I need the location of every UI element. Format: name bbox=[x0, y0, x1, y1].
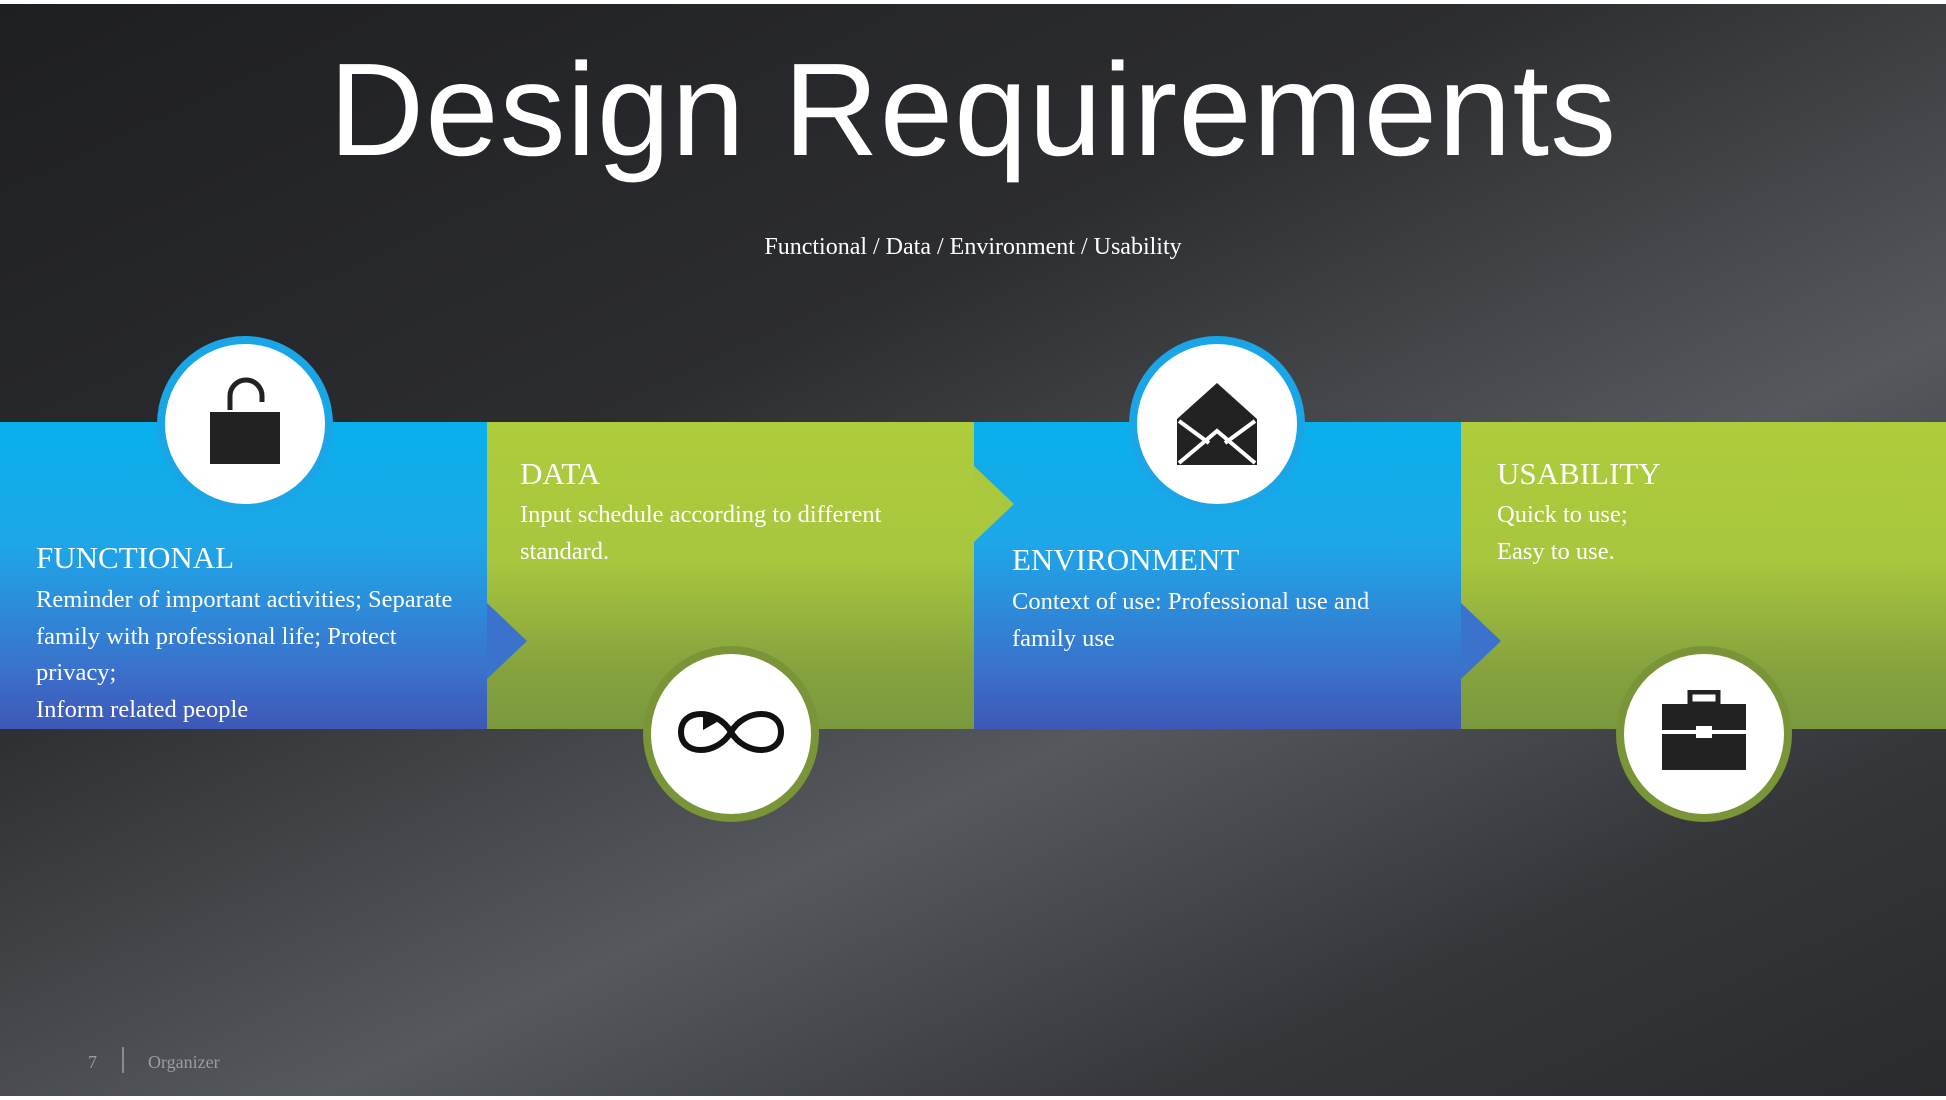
data-heading: DATA bbox=[520, 456, 601, 491]
functional-arrow-notch bbox=[487, 603, 527, 679]
unlocked-padlock-icon bbox=[200, 372, 290, 477]
usability-body-line: Easy to use. bbox=[1497, 537, 1615, 565]
functional-heading: FUNCTIONAL bbox=[36, 540, 235, 575]
functional-icon-circle bbox=[165, 344, 325, 504]
environment-arrow-notch bbox=[1461, 603, 1501, 679]
functional-body-line: family with professional life; Protect bbox=[36, 622, 397, 650]
functional-body-line: Reminder of important activities; Separa… bbox=[36, 586, 453, 613]
footer-divider bbox=[122, 1047, 124, 1073]
data-body-line: Input schedule according to different bbox=[520, 501, 882, 528]
usability-heading: USABILITY bbox=[1497, 456, 1661, 491]
environment-body: Context of use: Professional use and fam… bbox=[1012, 584, 1452, 657]
page-number: 7 bbox=[88, 1052, 97, 1072]
usability-icon-circle bbox=[1624, 654, 1784, 814]
usability-body-line: Quick to use; bbox=[1497, 501, 1628, 528]
environment-heading: ENVIRONMENT bbox=[1012, 542, 1240, 577]
data-icon-circle bbox=[651, 654, 811, 814]
slide-title: Design Requirements bbox=[328, 36, 1618, 183]
data-arrow-notch bbox=[974, 466, 1014, 542]
functional-body-line: Inform related people bbox=[36, 695, 249, 723]
data-body: Input schedule according to different st… bbox=[520, 497, 960, 570]
footer-label: Organizer bbox=[148, 1052, 220, 1072]
usability-body: Quick to use; Easy to use. bbox=[1497, 497, 1927, 570]
open-envelope-icon bbox=[1175, 377, 1259, 472]
briefcase-icon bbox=[1658, 689, 1750, 779]
slide: Design Requirements Functional / Data / … bbox=[0, 4, 1946, 1096]
slide-subtitle: Functional / Data / Environment / Usabil… bbox=[764, 234, 1182, 260]
data-body-line: standard. bbox=[520, 537, 610, 565]
infinity-loop-icon bbox=[669, 700, 793, 769]
environment-body-line: family use bbox=[1012, 624, 1115, 652]
environment-icon-circle bbox=[1137, 344, 1297, 504]
functional-body-line: privacy; bbox=[36, 659, 117, 686]
functional-body: Reminder of important activities; Separa… bbox=[36, 582, 486, 728]
environment-body-line: Context of use: Professional use and bbox=[1012, 588, 1370, 615]
